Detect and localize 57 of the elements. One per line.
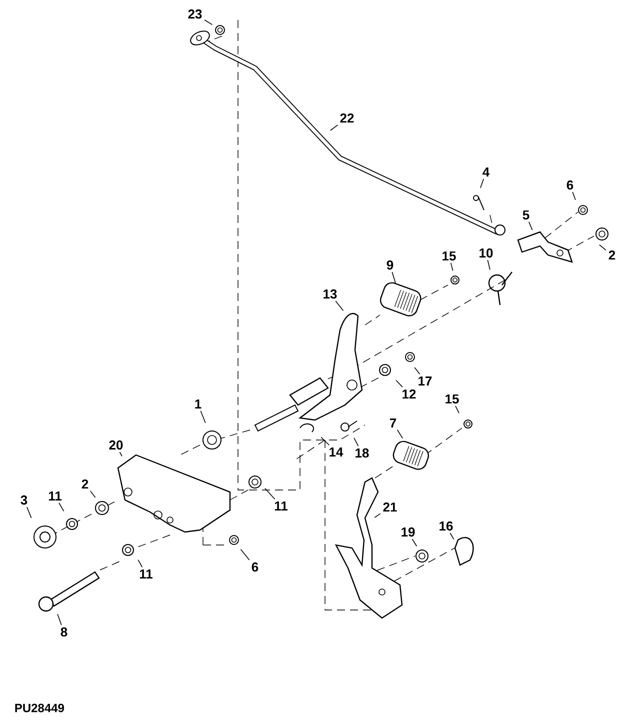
callout-number: 18 xyxy=(356,448,369,458)
leader-line xyxy=(264,488,276,500)
leader-line xyxy=(204,20,213,26)
leader-line xyxy=(119,452,122,457)
leader-line xyxy=(487,260,490,270)
leader-line xyxy=(57,614,62,626)
callout-number: 2 xyxy=(82,479,88,489)
leader-line xyxy=(450,532,454,540)
callout-number: 19 xyxy=(402,527,415,537)
callout-number: 5 xyxy=(522,210,530,220)
leader-line xyxy=(330,124,338,131)
leader-line xyxy=(412,538,418,547)
leader-line xyxy=(599,244,606,251)
leader-line xyxy=(200,410,206,424)
callout-number: 14 xyxy=(330,448,344,456)
callout-number: 11 xyxy=(48,492,62,500)
callout-number: 8 xyxy=(60,627,68,637)
leader-line xyxy=(138,559,143,568)
callout-number: 4 xyxy=(482,168,490,176)
leader-line xyxy=(480,178,484,188)
leader-line xyxy=(414,367,420,375)
leader-line xyxy=(374,513,381,518)
leader-line xyxy=(455,406,460,414)
leader-line xyxy=(240,549,250,560)
leader-line xyxy=(354,438,359,446)
leader-line xyxy=(26,506,32,518)
callout-number: 2 xyxy=(608,250,616,260)
leader-line xyxy=(572,192,576,200)
callout-number: 17 xyxy=(418,376,432,386)
leader-line xyxy=(58,502,64,512)
figure-number: PU28449 xyxy=(15,704,64,712)
callout-number: 10 xyxy=(480,248,493,258)
callout-number: 23 xyxy=(188,9,202,19)
callout-number: 9 xyxy=(386,260,394,270)
leader-line xyxy=(335,300,344,311)
callout-number: 21 xyxy=(383,502,397,512)
leader-line xyxy=(320,436,330,446)
callout-number: 1 xyxy=(195,400,202,408)
callout-number: 6 xyxy=(566,180,574,190)
callout-number: 13 xyxy=(324,289,337,299)
callout-number: 20 xyxy=(109,440,123,450)
callout-number: 11 xyxy=(140,570,153,578)
callout-number: 7 xyxy=(390,418,396,428)
callout-number: 12 xyxy=(402,389,416,399)
callout-number: 6 xyxy=(252,562,258,572)
callout-number: 15 xyxy=(446,394,459,404)
callout-number: 22 xyxy=(340,114,354,123)
leader-line xyxy=(528,222,533,230)
leader-line xyxy=(392,272,396,284)
callout-number: 11 xyxy=(274,502,288,510)
leader-line xyxy=(396,380,403,388)
callout-number: 3 xyxy=(20,495,28,505)
leader-line xyxy=(450,262,454,272)
leader-line xyxy=(396,429,404,439)
callout-number: 15 xyxy=(442,251,456,261)
leader-line xyxy=(90,490,96,498)
callout-number: 16 xyxy=(440,521,453,531)
